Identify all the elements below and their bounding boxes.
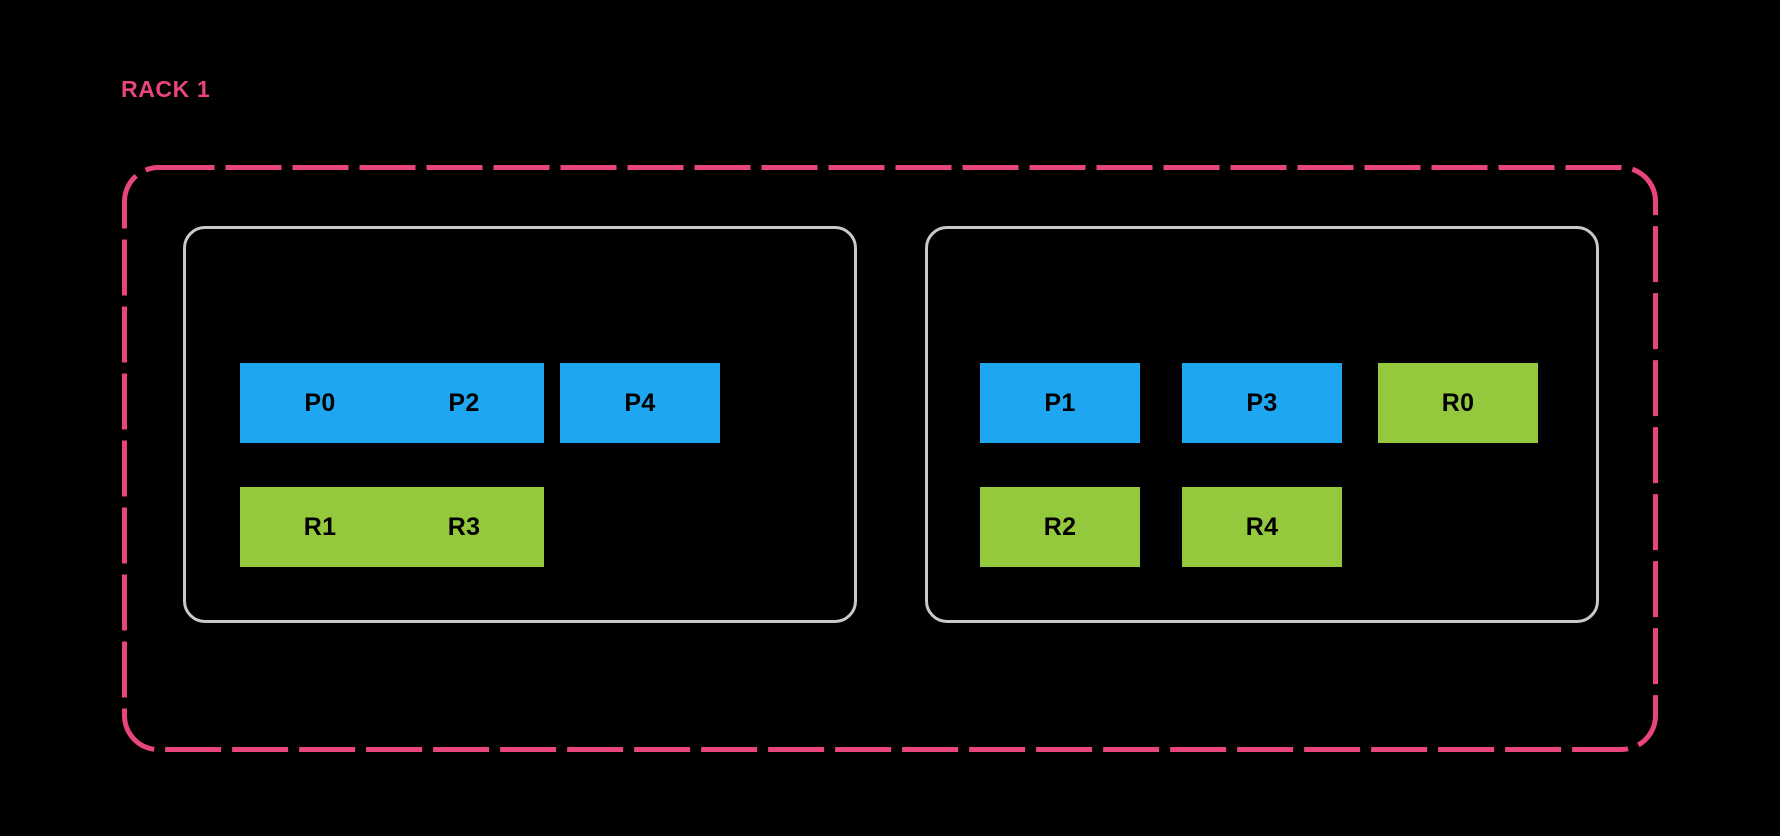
rack-title: RACK 1 [121,76,211,102]
cell-p1[interactable]: P1 [980,363,1140,443]
cell-r2[interactable]: R2 [980,487,1140,567]
cell-p3[interactable]: P3 [1182,363,1342,443]
rack-boundary-outline [122,165,1658,752]
cell-r1[interactable]: R1 [240,487,400,567]
cell-r0[interactable]: R0 [1378,363,1538,443]
cell-p2[interactable]: P2 [384,363,544,443]
cell-p0[interactable]: P0 [240,363,400,443]
node-container-right[interactable] [925,226,1599,623]
cell-p4[interactable]: P4 [560,363,720,443]
node-container-left[interactable] [183,226,857,623]
cell-r3[interactable]: R3 [384,487,544,567]
rack-dashed-rect [122,165,1658,752]
rack-boundary [122,165,1658,752]
cell-r4[interactable]: R4 [1182,487,1342,567]
